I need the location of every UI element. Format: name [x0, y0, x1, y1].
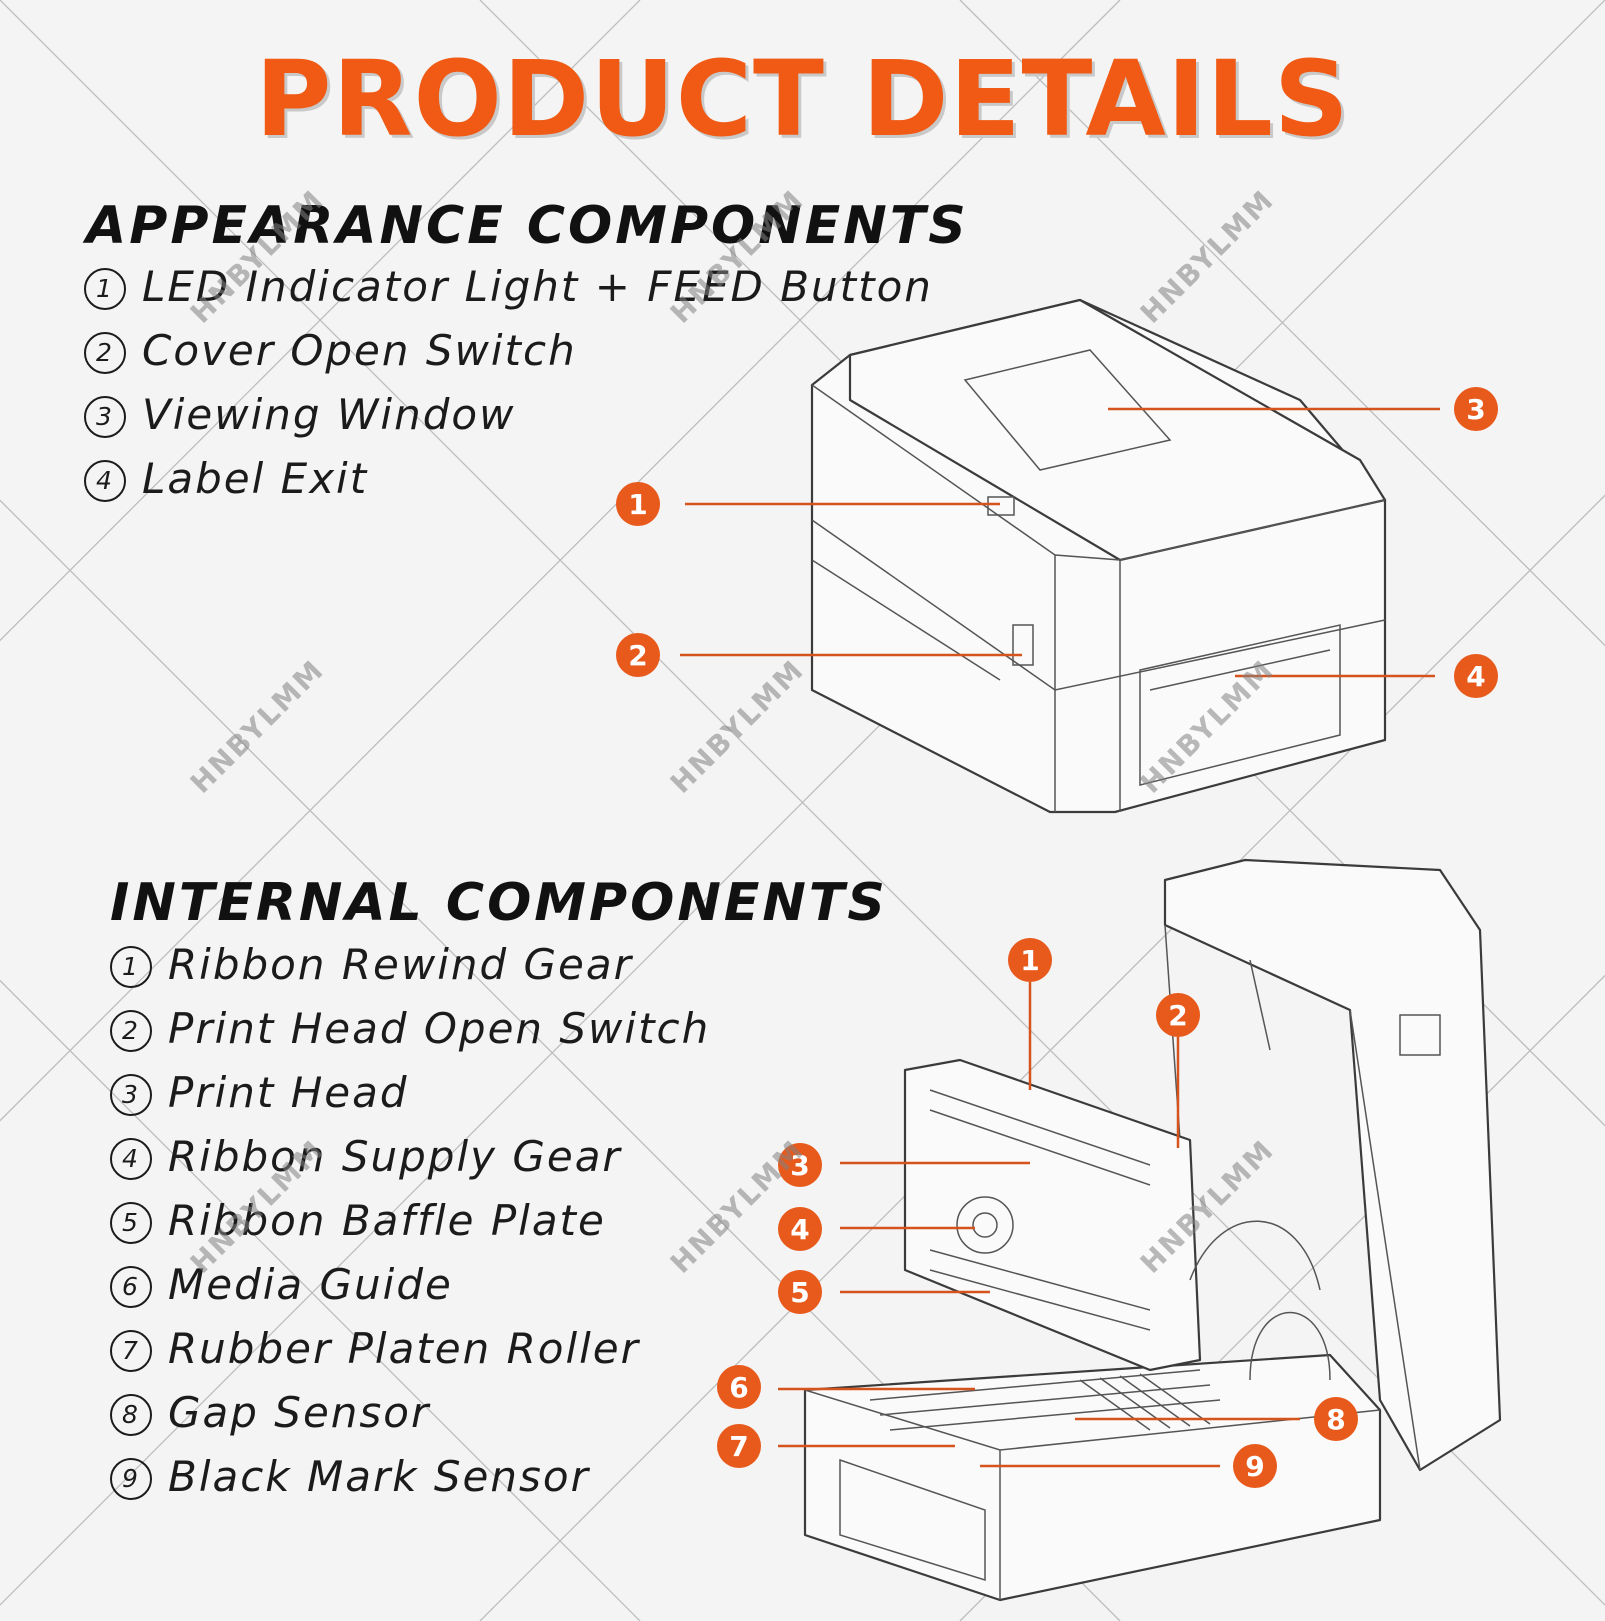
callout-label: 2	[628, 639, 647, 672]
item-label: Print Head Open Switch	[168, 1004, 711, 1053]
internal-item: 1 Ribbon Rewind Gear	[110, 940, 710, 1004]
item-label: Ribbon Supply Gear	[168, 1132, 622, 1181]
appearance-callouts: 1 2 3 4	[616, 387, 1498, 698]
page-title: PRODUCT DETAILS	[255, 38, 1350, 160]
callout-label: 3	[1466, 393, 1485, 426]
item-number: 9	[110, 1458, 152, 1500]
item-number: 8	[110, 1394, 152, 1436]
item-number: 2	[110, 1010, 152, 1052]
callout-label: 7	[729, 1430, 748, 1463]
item-label: Black Mark Sensor	[168, 1452, 590, 1501]
item-number: 1	[84, 268, 126, 310]
callout-label: 9	[1245, 1450, 1264, 1483]
internal-callouts: 1 2 3 4 5 6 7 8 9	[717, 938, 1358, 1488]
item-label: Ribbon Rewind Gear	[168, 940, 633, 989]
item-label: Cover Open Switch	[142, 326, 577, 375]
item-label: Print Head	[168, 1068, 409, 1117]
appearance-item: 1 LED Indicator Light + FEED Button	[84, 262, 933, 326]
item-label: Media Guide	[168, 1260, 453, 1309]
callout-label: 4	[1466, 660, 1485, 693]
callout-label: 2	[1168, 999, 1187, 1032]
internal-item: 4 Ribbon Supply Gear	[110, 1132, 710, 1196]
internal-item: 8 Gap Sensor	[110, 1388, 710, 1452]
internal-heading: INTERNAL COMPONENTS	[110, 873, 888, 933]
internal-item: 5 Ribbon Baffle Plate	[110, 1196, 710, 1260]
item-label: Viewing Window	[142, 390, 516, 439]
callout-label: 6	[729, 1371, 748, 1404]
internal-item: 3 Print Head	[110, 1068, 710, 1132]
callout-label: 1	[628, 488, 647, 521]
appearance-list: 1 LED Indicator Light + FEED Button 2 Cove…	[84, 262, 933, 518]
item-label: Gap Sensor	[168, 1388, 431, 1437]
appearance-item: 3 Viewing Window	[84, 390, 933, 454]
item-number: 3	[110, 1074, 152, 1116]
appearance-item: 2 Cover Open Switch	[84, 326, 933, 390]
callout-label: 1	[1020, 944, 1039, 977]
item-label: Rubber Platen Roller	[168, 1324, 640, 1373]
item-number: 2	[84, 332, 126, 374]
item-number: 6	[110, 1266, 152, 1308]
appearance-heading: APPEARANCE COMPONENTS	[86, 196, 969, 256]
internal-item: 6 Media Guide	[110, 1260, 710, 1324]
item-number: 1	[110, 946, 152, 988]
internal-item: 7 Rubber Platen Roller	[110, 1324, 710, 1388]
internal-item: 9 Black Mark Sensor	[110, 1452, 710, 1516]
callout-label: 5	[790, 1276, 809, 1309]
appearance-item: 4 Label Exit	[84, 454, 933, 518]
item-number: 7	[110, 1330, 152, 1372]
callout-label: 3	[790, 1149, 809, 1182]
closed-printer-drawing	[810, 298, 1387, 814]
open-printer-drawing	[803, 858, 1502, 1602]
callout-label: 8	[1326, 1403, 1345, 1436]
internal-item: 2 Print Head Open Switch	[110, 1004, 710, 1068]
item-number: 4	[84, 460, 126, 502]
item-number: 3	[84, 396, 126, 438]
item-label: Label Exit	[142, 454, 369, 503]
item-label: LED Indicator Light + FEED Button	[142, 262, 933, 311]
item-number: 4	[110, 1138, 152, 1180]
item-number: 5	[110, 1202, 152, 1244]
internal-list: 1 Ribbon Rewind Gear 2 Print Head Open Swi…	[110, 940, 710, 1516]
callout-label: 4	[790, 1213, 809, 1246]
item-label: Ribbon Baffle Plate	[168, 1196, 606, 1245]
